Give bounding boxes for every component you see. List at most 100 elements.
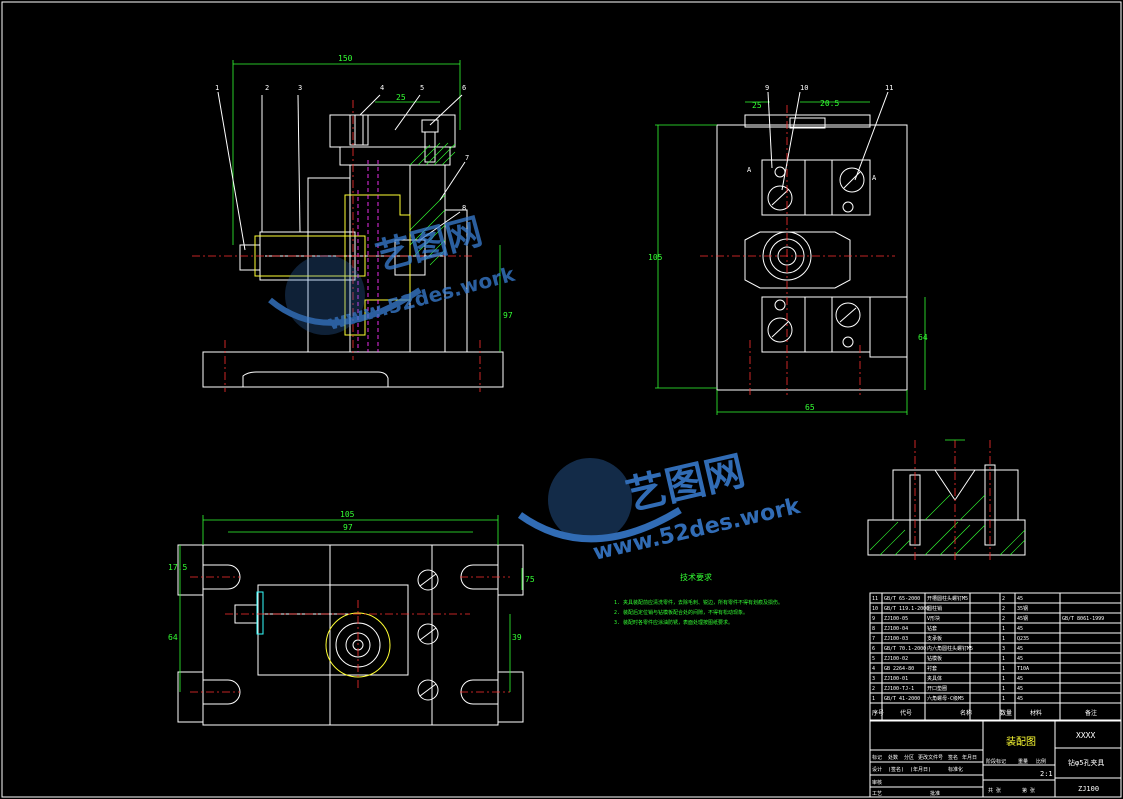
bom-name: 钻模板: [927, 655, 942, 662]
bom-qty: 3: [1002, 646, 1005, 652]
bom-no: 5: [872, 656, 875, 662]
balloon-10: 10: [800, 84, 808, 92]
tb-label-chushu: 处数: [888, 754, 898, 761]
dim-front-a: 25: [396, 93, 406, 102]
bom-code: GB/T 65-2000: [884, 596, 920, 602]
dim-top-right-a: 75: [525, 575, 535, 584]
tech-note-1: 1. 夹具装配前应清洗零件，去除毛刺、锐边，所有零件不得有划痕及损伤。: [614, 599, 783, 606]
top-view: 105 97 17.5 64 75 39: [168, 510, 535, 726]
company-name: XXXX: [1076, 731, 1095, 740]
tech-note-3: 3. 装配时各零件应涂油防锈，表面处理按图纸要求。: [614, 619, 733, 626]
drawing-scale: 2:1: [1040, 770, 1053, 778]
title-block: 装配图 XXXX 钻φ5孔夹具 2:1 ZJ100 标记 处数 分区 更改文件号…: [869, 719, 1122, 798]
dim-front-width: 150: [338, 54, 353, 63]
drawing-name: 装配图: [1006, 735, 1036, 748]
balloon-7: 7: [465, 154, 469, 162]
watermark-1: 艺图网 www.52des.work: [268, 211, 518, 335]
part-name: 钻φ5孔夹具: [1068, 758, 1104, 767]
bom-mat: 35钢: [1017, 605, 1028, 612]
bom-no: 8: [872, 626, 875, 632]
bom-mat: 45: [1017, 596, 1023, 602]
section-label-a-right: A: [872, 174, 877, 182]
balloon-5: 5: [420, 84, 424, 92]
bom-qty: 1: [1002, 666, 1005, 672]
bom-mat: 45: [1017, 696, 1023, 702]
technical-notes: 技术要求 1. 夹具装配前应清洗零件，去除毛刺、锐边，所有零件不得有划痕及损伤。…: [614, 572, 783, 626]
tb-label-biaozhun: 标准化: [948, 766, 963, 773]
bom-code: GB/T 70.1-2000: [884, 646, 926, 652]
bom-mat: 45: [1017, 646, 1023, 652]
dim-top-left-b: 64: [168, 633, 178, 642]
bom-note: GB/T 8061-1999: [1062, 616, 1104, 622]
bom-no: 7: [872, 636, 875, 642]
dim-side-b: 20.5: [820, 99, 839, 108]
bom-code: ZJ100-TJ-1: [884, 686, 914, 692]
bom-no: 1: [872, 696, 875, 702]
bom-no: 10: [872, 606, 878, 612]
bom-mat: 45: [1017, 626, 1023, 632]
bom-code: GB 2264-80: [884, 666, 914, 672]
tb-label-gongyi: 工艺: [872, 791, 882, 797]
bom-name: 支承板: [927, 635, 942, 642]
bom-no: 6: [872, 646, 875, 652]
side-view: 105 65 64 25 20.5 9 10 11 A A: [648, 84, 928, 415]
tb-label-sheji: 设计: [872, 766, 882, 773]
bom-code: ZJ100-01: [884, 676, 908, 682]
balloon-9: 9: [765, 84, 769, 92]
bom-no: 9: [872, 616, 875, 622]
tb-label-weight: 重量: [1018, 758, 1028, 765]
bom-mat: 45: [1017, 686, 1023, 692]
balloon-6: 6: [462, 84, 466, 92]
tb-label-sign: (签名): [888, 766, 904, 773]
bom-mat: 45: [1017, 676, 1023, 682]
tb-label-nianyueri: 年月日: [962, 754, 977, 761]
bom-name: 衬套: [927, 665, 937, 672]
bom-header-2: 名称: [960, 709, 972, 717]
bom-header-3: 数量: [1000, 709, 1012, 717]
bom-qty: 2: [1002, 596, 1005, 602]
bom-qty: 1: [1002, 696, 1005, 702]
dim-top-right-b: 39: [512, 633, 522, 642]
bom-mat: Q235: [1017, 636, 1029, 642]
tb-label-shenhe: 审核: [872, 779, 882, 786]
bom-qty: 1: [1002, 686, 1005, 692]
tb-label-genggai: 更改文件号: [918, 754, 943, 761]
bom-name: 开槽圆柱头螺钉M5: [927, 595, 968, 602]
bom-mat: 45钢: [1017, 615, 1028, 622]
bom-mat: T10A: [1017, 666, 1029, 672]
bom-name: 圆柱销: [927, 605, 942, 612]
bom-header-0: 序号: [872, 709, 884, 717]
balloon-11: 11: [885, 84, 893, 92]
bom-code: ZJ100-05: [884, 616, 908, 622]
bom-name: 六角螺母-C级M5: [927, 695, 964, 702]
balloon-2: 2: [265, 84, 269, 92]
tb-label-date: (年月日): [910, 766, 931, 773]
bom-no: 3: [872, 676, 875, 682]
section-label-a-left: A: [747, 166, 752, 174]
bom-name: 内六角圆柱头螺钉M5: [927, 645, 973, 652]
dim-top-overall: 105: [340, 510, 355, 519]
bom-name: 钻套: [927, 625, 937, 632]
bom-code: ZJ100-02: [884, 656, 908, 662]
dim-side-a: 25: [752, 101, 762, 110]
bom-name: 夹具体: [927, 675, 942, 682]
tech-notes-title: 技术要求: [680, 572, 712, 582]
bom-mat: 45: [1017, 656, 1023, 662]
bom-qty: 1: [1002, 656, 1005, 662]
dim-side-height: 105: [648, 253, 663, 262]
balloon-1: 1: [215, 84, 219, 92]
bom-code: ZJ100-03: [884, 636, 908, 642]
balloon-4: 4: [380, 84, 384, 92]
dim-front-height: 97: [503, 311, 513, 320]
watermark-brand-1: 艺图网: [372, 211, 487, 279]
watermark-2: 艺图网 www.52des.work: [517, 448, 804, 566]
bom-no: 4: [872, 666, 875, 672]
dim-side-height2: 64: [918, 333, 928, 342]
balloon-3: 3: [298, 84, 302, 92]
bom-header-5: 备注: [1085, 709, 1097, 717]
dim-top-left-a: 17.5: [168, 563, 187, 572]
tb-label-fenqu: 分区: [904, 754, 914, 761]
bom-qty: 2: [1002, 606, 1005, 612]
